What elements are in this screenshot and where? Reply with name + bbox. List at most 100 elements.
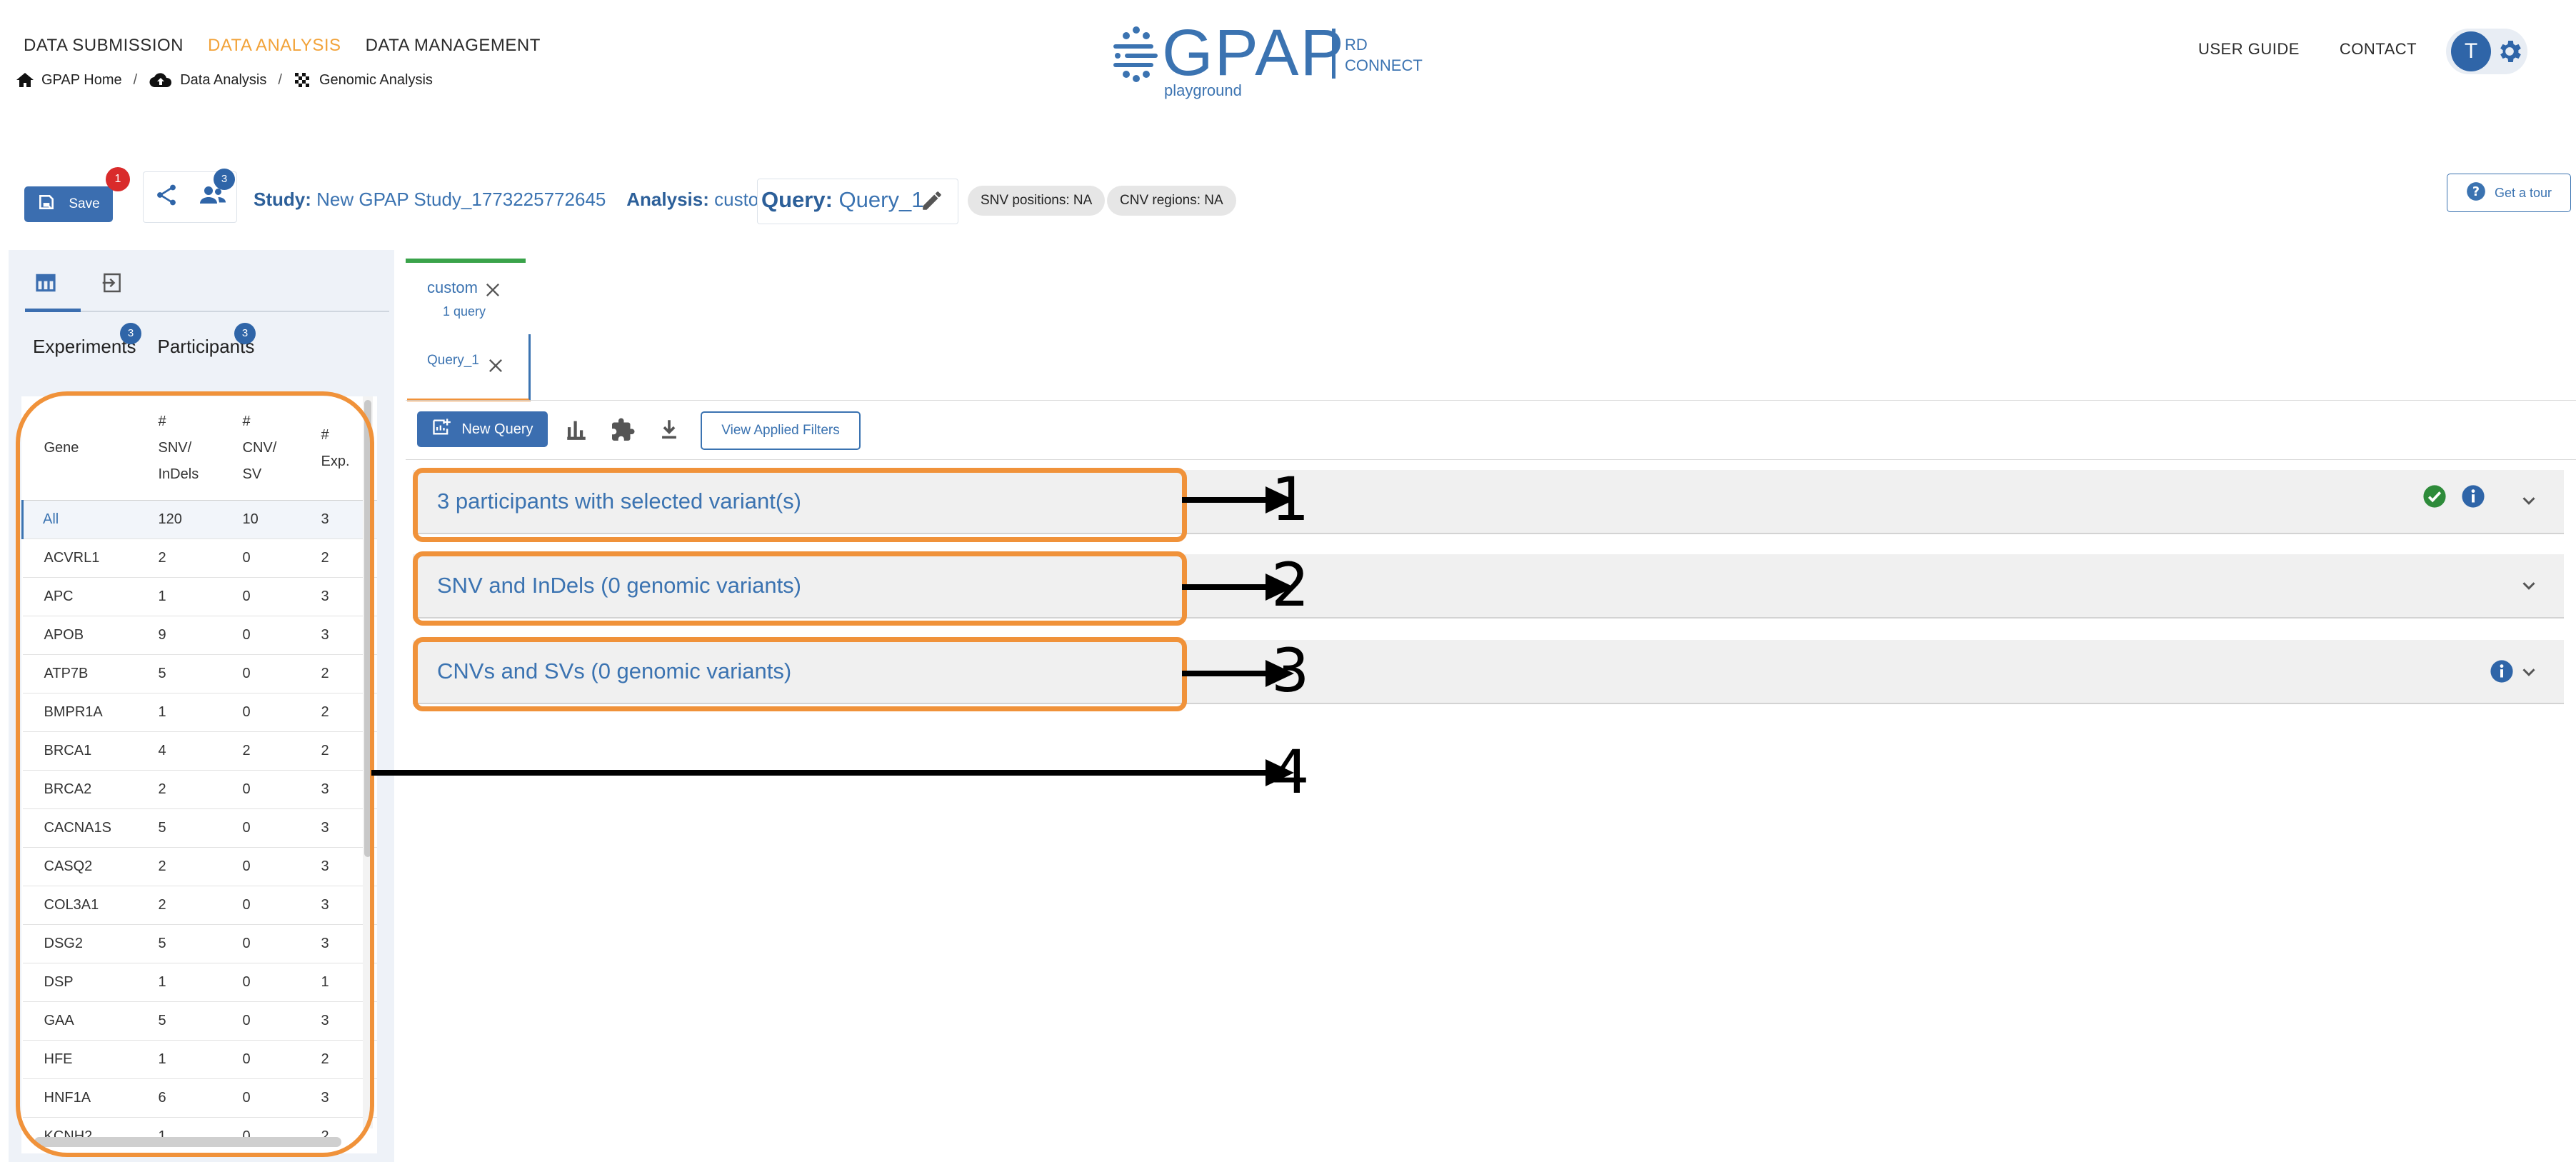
sidebar-export-icon[interactable] bbox=[100, 271, 124, 298]
cnv-count-cell: 0 bbox=[242, 924, 321, 963]
gene-cell: ACVRL1 bbox=[22, 539, 159, 578]
cnv-regions-chip[interactable]: CNV regions: NA bbox=[1107, 186, 1236, 216]
participants-count-badge: 3 bbox=[234, 323, 256, 344]
table-view-icon[interactable] bbox=[34, 271, 57, 298]
study-info: Study: New GPAP Study_1773225772645 Anal… bbox=[254, 189, 774, 210]
contact-link[interactable]: CONTACT bbox=[2339, 40, 2417, 58]
table-horizontal-scrollbar[interactable] bbox=[34, 1137, 341, 1147]
breadcrumb: GPAP Home / Data Analysis / Genomic Anal… bbox=[16, 71, 433, 89]
close-icon[interactable] bbox=[486, 356, 506, 379]
annotation-2: 2 bbox=[1271, 550, 1310, 620]
panel-participants[interactable]: 3 participants with selected variant(s) bbox=[413, 470, 2564, 534]
table-scroll-thumb[interactable] bbox=[364, 400, 371, 857]
tab-experiments[interactable]: Experiments bbox=[33, 336, 136, 357]
cnv-count-cell: 0 bbox=[242, 654, 321, 693]
query-name: Query_1 bbox=[838, 187, 924, 212]
cnv-count-cell: 0 bbox=[242, 1078, 321, 1118]
tab-analysis-custom[interactable]: custom 1 query bbox=[406, 259, 526, 331]
gene-cell: ATP7B bbox=[22, 654, 159, 693]
gene-cell: COL3A1 bbox=[22, 886, 159, 925]
gene-cell: BRCA2 bbox=[22, 770, 159, 809]
cnv-count-cell: 0 bbox=[242, 616, 321, 655]
get-a-tour-button[interactable]: ? Get a tour bbox=[2447, 174, 2571, 212]
snv-count-cell: 1 bbox=[158, 577, 243, 616]
info-icon[interactable] bbox=[2461, 484, 2485, 512]
save-button[interactable]: Save bbox=[24, 186, 113, 222]
annotation-3: 3 bbox=[1271, 636, 1310, 706]
panel-snv-indels[interactable]: SNV and InDels (0 genomic variants) bbox=[413, 554, 2564, 618]
new-query-icon bbox=[431, 417, 451, 441]
new-query-button[interactable]: New Query bbox=[417, 411, 548, 447]
snv-count-cell: 1 bbox=[158, 1117, 243, 1153]
cnv-count-cell: 0 bbox=[242, 808, 321, 848]
gene-cell: APC bbox=[22, 577, 159, 616]
puzzle-icon[interactable] bbox=[610, 417, 636, 446]
experiments-badge: 3 bbox=[120, 323, 141, 344]
breadcrumb-data-analysis[interactable]: Data Analysis bbox=[180, 71, 267, 88]
arrow-1 bbox=[1182, 497, 1275, 503]
user-guide-link[interactable]: USER GUIDE bbox=[2198, 40, 2300, 58]
nav-data-submission[interactable]: DATA SUBMISSION bbox=[24, 36, 184, 55]
snv-count-cell: 2 bbox=[158, 886, 243, 925]
cnv-count-cell: 0 bbox=[242, 693, 321, 732]
nav-data-analysis[interactable]: DATA ANALYSIS bbox=[207, 36, 341, 55]
nav-data-management[interactable]: DATA MANAGEMENT bbox=[365, 36, 541, 55]
snv-count-cell: 1 bbox=[158, 963, 243, 1002]
annotation-4: 4 bbox=[1271, 737, 1310, 807]
snv-count-cell: 6 bbox=[158, 1078, 243, 1118]
logo-subtitle: playground bbox=[1164, 81, 1242, 99]
participants-badge: 3 bbox=[214, 169, 235, 190]
share-icon[interactable] bbox=[154, 182, 179, 211]
chevron-down-icon[interactable] bbox=[2518, 661, 2540, 686]
gene-cell: All bbox=[21, 500, 159, 539]
download-icon[interactable] bbox=[657, 417, 681, 445]
snv-count-cell: 5 bbox=[158, 808, 243, 848]
cnv-count-cell: 0 bbox=[242, 770, 321, 809]
annotation-1: 1 bbox=[1271, 464, 1310, 534]
col-snv-indels[interactable]: #SNV/InDels bbox=[158, 396, 243, 501]
snv-count-cell: 1 bbox=[158, 693, 243, 732]
snv-count-cell: 5 bbox=[158, 1001, 243, 1041]
close-icon[interactable] bbox=[483, 280, 503, 304]
highlight-box-4 bbox=[16, 391, 374, 1157]
bar-chart-icon[interactable] bbox=[564, 417, 588, 445]
breadcrumb-genomic-analysis: Genomic Analysis bbox=[319, 71, 433, 88]
snv-count-cell: 9 bbox=[158, 616, 243, 655]
panel-cnvs-svs[interactable]: CNVs and SVs (0 genomic variants) bbox=[413, 640, 2564, 704]
cnv-count-cell: 2 bbox=[242, 731, 321, 771]
gene-cell: APOB bbox=[22, 616, 159, 655]
cloud-upload-icon bbox=[149, 71, 173, 89]
edit-pencil-icon[interactable] bbox=[920, 189, 944, 216]
cnv-count-cell: 0 bbox=[242, 847, 321, 886]
snv-count-cell: 4 bbox=[158, 731, 243, 771]
avatar[interactable]: T bbox=[2451, 31, 2491, 71]
people-icon[interactable] bbox=[199, 182, 227, 211]
cnv-count-cell: 0 bbox=[242, 1117, 321, 1153]
cnv-count-cell: 0 bbox=[242, 539, 321, 578]
snv-positions-chip[interactable]: SNV positions: NA bbox=[968, 186, 1106, 216]
gene-cell: CASQ2 bbox=[22, 847, 159, 886]
cnv-count-cell: 0 bbox=[242, 886, 321, 925]
tab-query-1[interactable]: Query_1 bbox=[407, 334, 531, 401]
gene-cell: DSP bbox=[22, 963, 159, 1002]
gene-cell: GAA bbox=[22, 1001, 159, 1041]
breadcrumb-gpap-home[interactable]: GPAP Home bbox=[41, 71, 122, 88]
col-cnv-sv[interactable]: #CNV/SV bbox=[242, 396, 321, 501]
chevron-down-icon[interactable] bbox=[2518, 575, 2540, 600]
view-applied-filters-button[interactable]: View Applied Filters bbox=[701, 411, 861, 450]
gear-icon[interactable] bbox=[2495, 37, 2524, 69]
chevron-down-icon[interactable] bbox=[2518, 490, 2540, 515]
info-icon[interactable] bbox=[2490, 659, 2514, 687]
gene-cell: CACNA1S bbox=[22, 808, 159, 848]
